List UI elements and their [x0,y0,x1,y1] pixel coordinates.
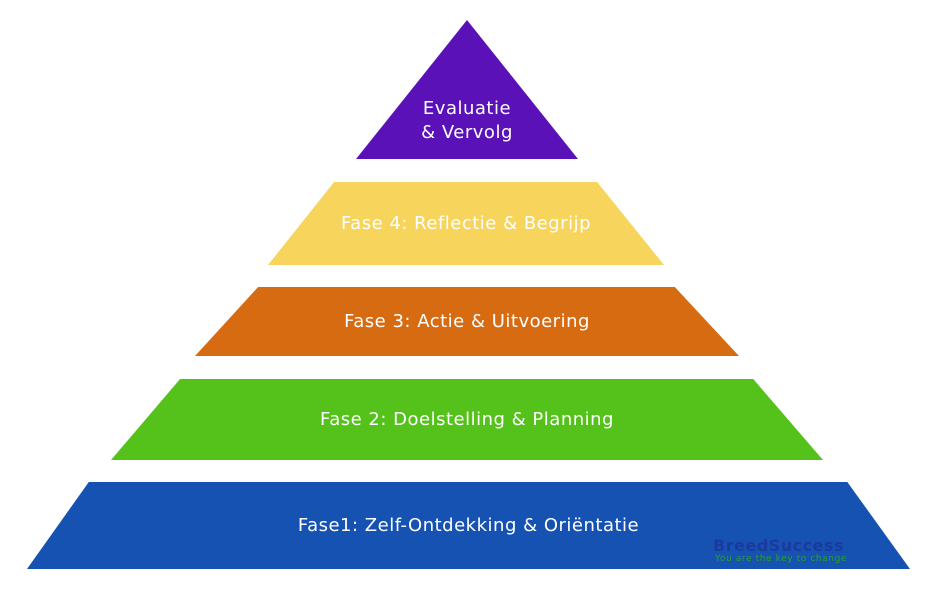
apex-label: Evaluatie & Vervolg [421,97,513,145]
apex-label-line-1: Evaluatie [422,98,512,119]
breedsuccess-logo: BreedSuccess You are the key to change [713,536,883,568]
pyramid-tier-fase-3: Fase 3: Actie & Uitvoering [195,287,739,356]
logo-tagline: You are the key to change [715,554,848,564]
tier-label-fase-2: Fase 2: Doelstelling & Planning [320,409,614,430]
tier-label-fase-4: Fase 4: Reflectie & Begrijp [340,213,591,234]
apex-label-line-2: & Vervolg [421,122,513,143]
pyramid-tier-fase-4: Fase 4: Reflectie & Begrijp [268,182,664,265]
tier-label-fase-3: Fase 3: Actie & Uitvoering [344,311,590,332]
logo-name: BreedSuccess [713,536,845,555]
pyramid-tier-fase-1: Fase1: Zelf-Ontdekking & Oriëntatie [27,482,910,569]
pyramid-tier-apex: Evaluatie & Vervolg [356,20,578,159]
tier-label-fase-1: Fase1: Zelf-Ontdekking & Oriëntatie [297,515,640,536]
pyramid-tier-fase-2: Fase 2: Doelstelling & Planning [111,379,823,460]
